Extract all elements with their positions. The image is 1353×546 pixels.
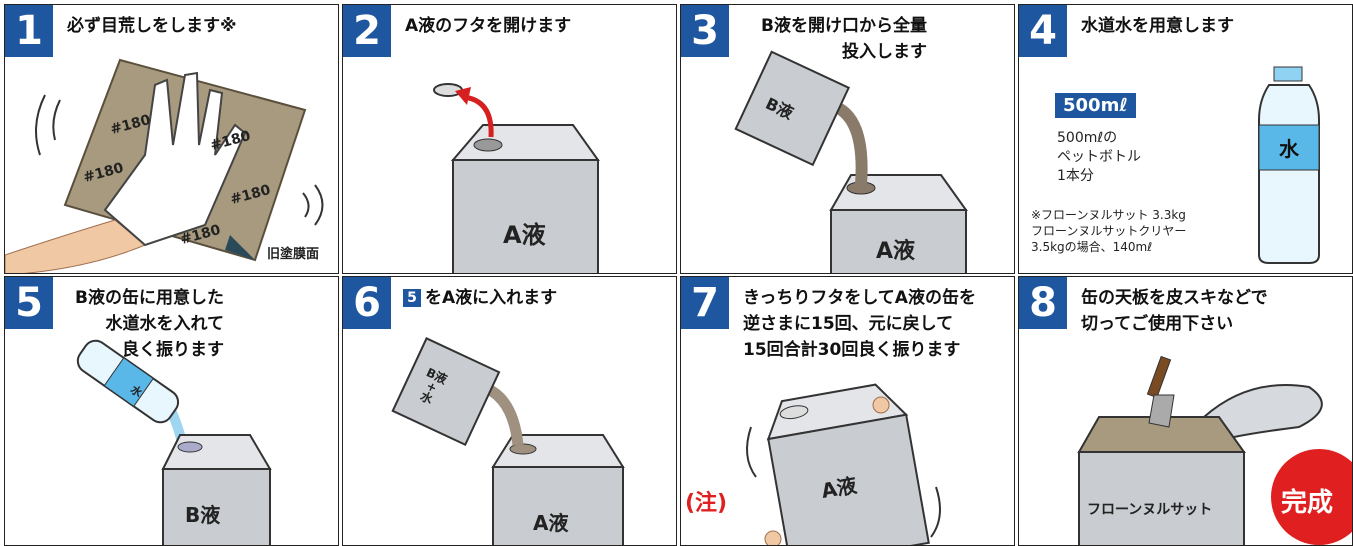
step-number: 7 xyxy=(681,277,729,329)
pour-mix-illustration xyxy=(391,337,625,545)
pour-water-illustration xyxy=(76,339,272,545)
can-label: A液 xyxy=(819,473,859,503)
step-title: B液を開け口から全量 投入します xyxy=(761,16,927,62)
step-6-panel: 6 をA液に入れます 5 B液 + 水 A液 xyxy=(342,276,677,546)
volume-badge: 500mℓ xyxy=(1055,93,1136,118)
warning-note: (注) xyxy=(685,491,728,516)
step-3-panel: 3 B液を開け口から全量 投入します B液 A液 xyxy=(680,4,1015,274)
step-number: 2 xyxy=(343,5,391,57)
step-title: をA液に入れます xyxy=(425,288,558,308)
step-title: 缶の天板を皮スキなどで 切ってご使用下さい xyxy=(1081,288,1268,334)
step-reference-badge: 5 xyxy=(403,289,421,307)
step-1-panel: 1 必ず目荒しをします※ #180 #180 #180 #180 #180 旧塗… xyxy=(4,4,339,274)
step-7-panel: 7 きっちりフタをしてA液の缶を 逆さまに15回、元に戻して 15回合計30回良… xyxy=(680,276,1015,546)
old-coating-label: 旧塗膜面 xyxy=(267,247,320,262)
volume-description: 500mℓの ペットボトル 1本分 xyxy=(1057,130,1141,184)
step-title: B液の缶に用意した 水道水を入れて 良く振ります xyxy=(75,288,224,360)
can-label: フローンヌルサット xyxy=(1087,502,1213,518)
step-title: A液のフタを開けます xyxy=(405,16,572,36)
pour-illustration xyxy=(734,50,968,273)
step-number: 1 xyxy=(5,5,53,57)
water-bottle-illustration xyxy=(1258,66,1320,264)
step-title: 水道水を用意します xyxy=(1081,16,1234,36)
step-title: 必ず目荒しをします※ xyxy=(67,16,237,36)
step-number: 4 xyxy=(1019,5,1067,57)
volume-note: ※フローンヌルサット 3.3kg フローンヌルサットクリヤー 3.5kgの場合、… xyxy=(1031,208,1187,254)
bottle-label: 水 xyxy=(1279,137,1299,161)
shake-can-illustration xyxy=(746,383,941,545)
step-4-panel: 4 水道水を用意します 500mℓ 500mℓの ペットボトル 1本分 ※フロー… xyxy=(1018,4,1353,274)
step-number: 3 xyxy=(681,5,729,57)
step-5-panel: 5 B液の缶に用意した 水道水を入れて 良く振ります B液 水 xyxy=(4,276,339,546)
sandpaper-illustration xyxy=(5,58,324,273)
can-label: A液 xyxy=(533,511,569,535)
step-number: 8 xyxy=(1019,277,1067,329)
can-label: A液 xyxy=(503,221,546,249)
done-badge: 完成 xyxy=(1281,488,1334,518)
step-8-panel: 8 缶の天板を皮スキなどで 切ってご使用下さい フローンヌルサット 完成 xyxy=(1018,276,1353,546)
step-number: 5 xyxy=(5,277,53,329)
can-illustration xyxy=(433,83,600,273)
cut-lid-illustration xyxy=(1077,355,1352,545)
step-title: きっちりフタをしてA液の缶を 逆さまに15回、元に戻して 15回合計30回良く振… xyxy=(743,288,976,360)
step-2-panel: 2 A液のフタを開けます A液 xyxy=(342,4,677,274)
can-label: B液 xyxy=(185,503,221,527)
can-label: A液 xyxy=(876,239,916,264)
step-number: 6 xyxy=(343,277,391,329)
